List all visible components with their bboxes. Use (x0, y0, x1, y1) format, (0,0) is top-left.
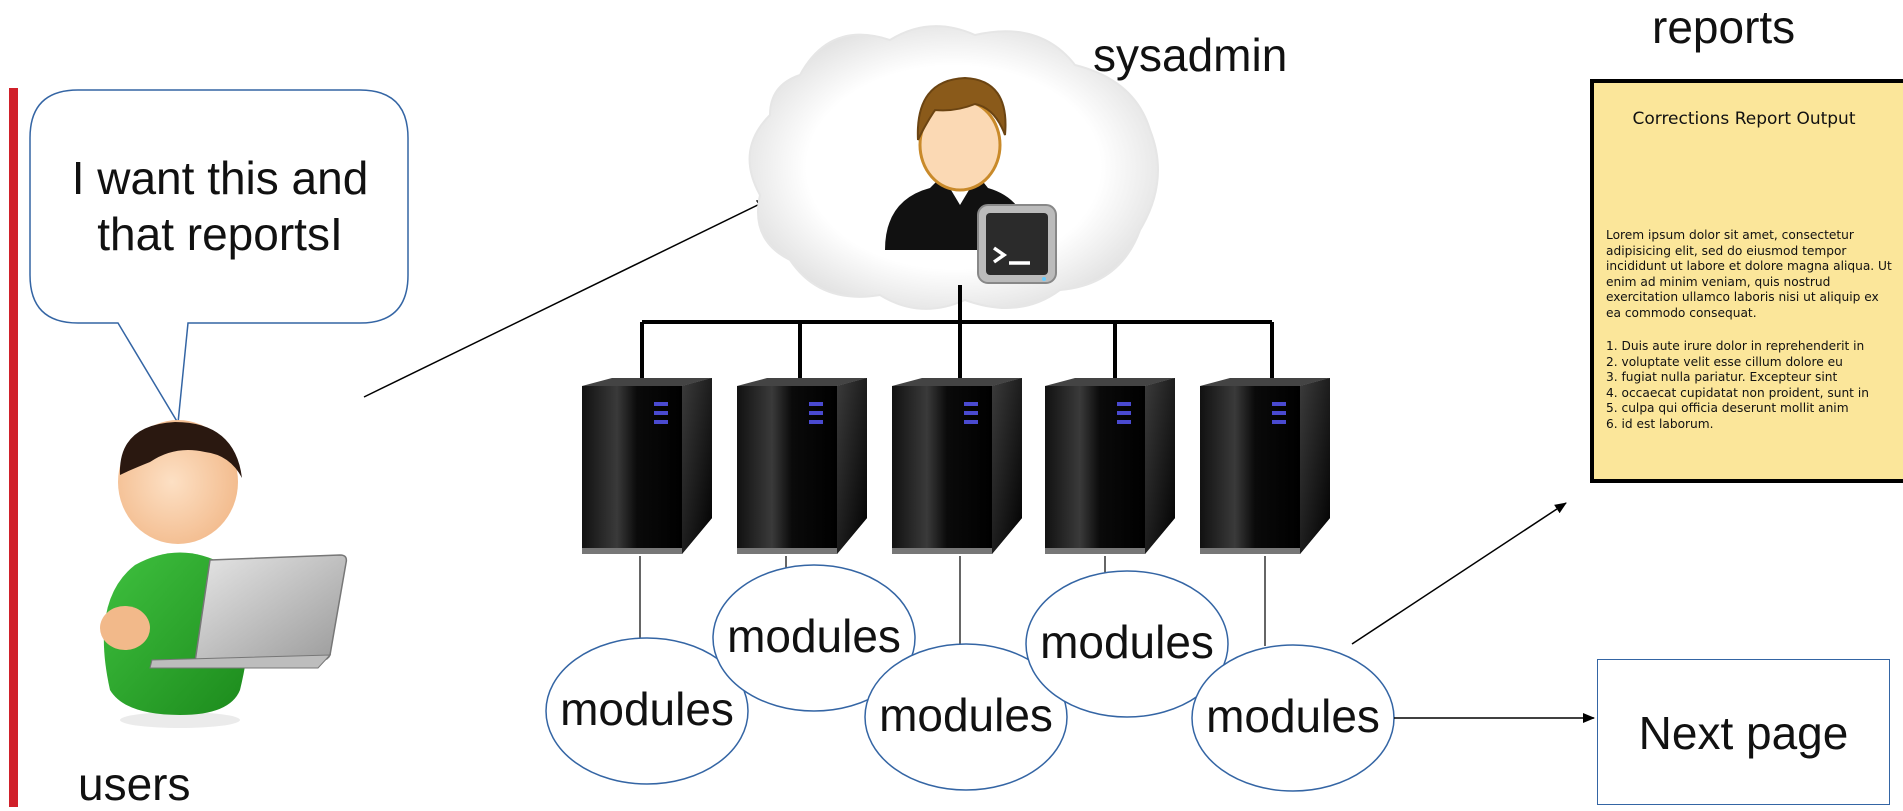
report-body: Lorem ipsum dolor sit amet, consectetur … (1606, 228, 1892, 320)
module-label: modules (1206, 690, 1380, 742)
next-page-box: Next page (1597, 659, 1890, 805)
reports-label: reports (1652, 1, 1796, 53)
report-document: Corrections Report Output Lorem ipsum do… (1590, 79, 1903, 483)
module-ellipse (864, 643, 1068, 791)
report-list-item: 4. occaecat cupidatat non proident, sunt… (1606, 385, 1869, 400)
arrow-modules-to-reports (1351, 502, 1567, 645)
report-list-item: 1. Duis aute irure dolor in reprehenderi… (1606, 339, 1865, 353)
terminal-icon (977, 204, 1057, 284)
accent-bar (9, 88, 18, 807)
next-page-label: Next page (1638, 707, 1849, 759)
users-label: users (78, 758, 191, 810)
server-icon (582, 378, 712, 554)
laptop-icon (149, 554, 348, 669)
module-label: modules (879, 689, 1053, 741)
module-ellipse (1025, 570, 1229, 718)
report-list-item: 5. culpa qui officia deserunt mollit ani… (1606, 401, 1849, 416)
module-ellipse (712, 564, 916, 712)
network-lines (640, 285, 1274, 380)
server-icon (892, 378, 1022, 554)
module-label: modules (560, 683, 734, 735)
module-label: modules (1040, 616, 1214, 668)
speech-bubble (29, 89, 409, 426)
report-list-item: 3. fugiat nulla pariatur. Excepteur sint (1606, 370, 1838, 385)
speech-bubble-text: I want this and that reportsI (71, 152, 369, 260)
report-list-item: 2. voluptate velit esse cillum dolore eu (1606, 354, 1843, 369)
module-label: modules (727, 610, 901, 662)
server-icon (1200, 378, 1330, 554)
arrow-user-to-sysadmin (363, 199, 769, 398)
report-list: 1. Duis aute irure dolor in reprehenderi… (1606, 339, 1902, 433)
report-list-item: 6. id est laborum. (1606, 416, 1714, 431)
server-icon (1045, 378, 1175, 554)
sysadmin-label: sysadmin (1093, 29, 1288, 81)
report-title: Corrections Report Output (1632, 109, 1856, 129)
server-icon (737, 378, 867, 554)
module-ellipse (545, 637, 749, 785)
